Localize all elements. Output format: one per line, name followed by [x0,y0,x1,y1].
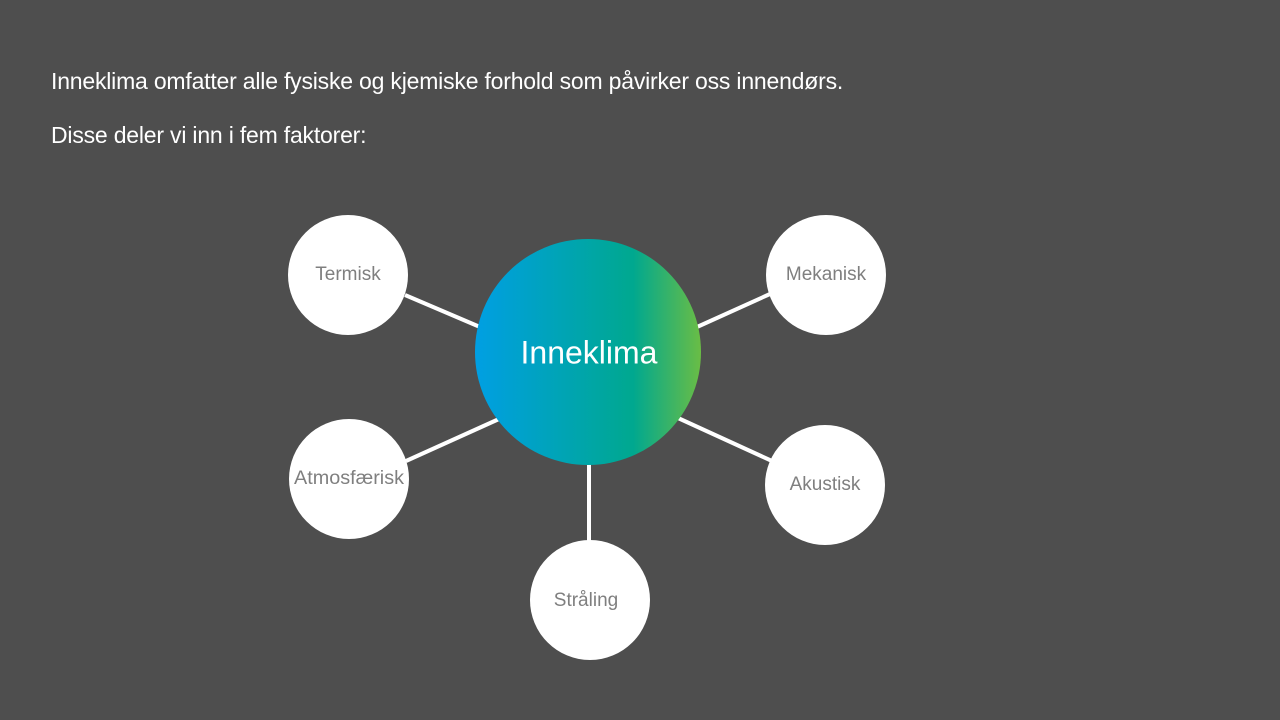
node-mekanisk: Mekanisk [766,215,886,335]
node-circle [765,425,885,545]
center-circle [475,239,701,465]
connector-termisk [404,293,481,329]
node-atmosfaerisk: Atmosfærisk [289,419,409,539]
node-circle [530,540,650,660]
connector-akustisk [677,416,773,463]
node-label-mekanisk: Mekanisk [786,264,867,285]
node-label-atmosfaerisk: Atmosfærisk [294,468,405,489]
intro-text: Inneklima omfatter alle fysiske og kjemi… [51,68,844,94]
node-circle [289,419,409,539]
connectors [404,292,773,542]
factors-heading: Disse deler vi inn i fem faktorer: [51,122,367,148]
connector-atmosfaerisk [405,417,500,463]
node-label-akustisk: Akustisk [790,474,861,495]
connector-mekanisk [696,292,771,329]
node-label-termisk: Termisk [315,264,381,285]
node-circle [766,215,886,335]
center-node: Inneklima [475,239,701,465]
node-termisk: Termisk [288,215,408,335]
center-label: Inneklima [521,334,658,370]
node-label-straling: Stråling [554,590,618,611]
node-straling: Stråling [530,540,650,660]
node-akustisk: Akustisk [765,425,885,545]
node-circle [288,215,408,335]
